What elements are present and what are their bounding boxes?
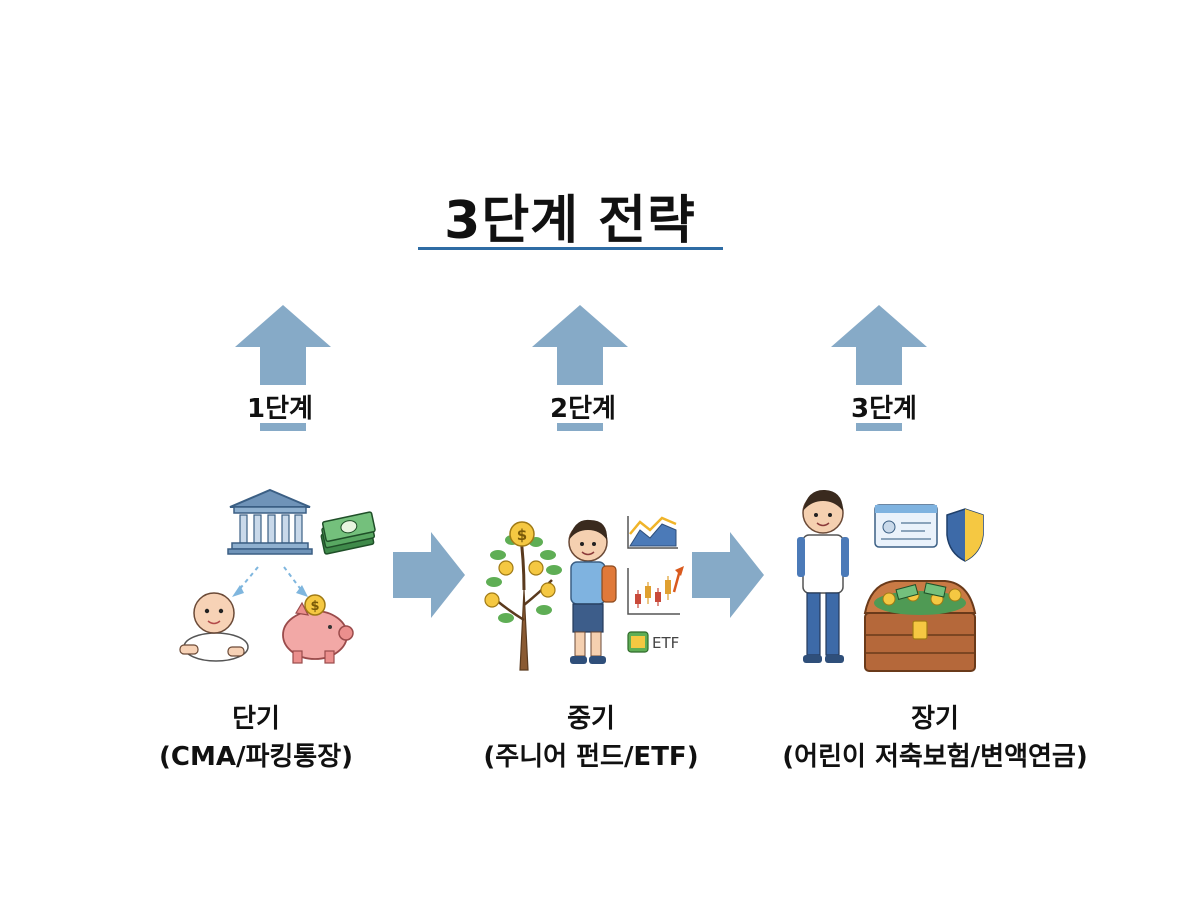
flow-arrow-2-icon: [692, 532, 764, 618]
stage-3-term: 장기: [911, 704, 959, 734]
student-boy-icon: [568, 519, 617, 664]
candlestick-chart-icon: [627, 566, 684, 615]
stage-2-label: 2단계: [550, 394, 616, 424]
stage-3-illustration: [797, 489, 984, 672]
stage-2-up-arrow-icon: [532, 305, 628, 431]
piggy-bank-icon: $: [282, 594, 354, 664]
id-card-icon: [874, 504, 938, 548]
flow-arrow-1-icon: [393, 532, 465, 618]
stage-1-label: 1단계: [247, 394, 313, 424]
svg-text:$: $: [310, 599, 319, 614]
treasure-chest-icon: [863, 580, 977, 672]
stage-1-up-arrow-icon: [235, 305, 331, 431]
baby-icon: [179, 592, 249, 662]
etf-icon: ETF: [627, 631, 679, 653]
stage-2-term: 중기: [567, 704, 615, 734]
stage-3-label: 3단계: [851, 394, 917, 424]
money-stack-icon: [320, 511, 376, 555]
stage-1-products: (CMA/파킹통장): [158, 742, 354, 772]
page-title: 3단계 전략: [444, 191, 696, 251]
svg-text:$: $: [517, 526, 527, 544]
stage-2-caption: 중기 (주니어 펀드/ETF): [411, 700, 771, 776]
shield-icon: [946, 508, 984, 562]
stage-2-products: (주니어 펀드/ETF): [483, 742, 699, 772]
title-underline: [418, 247, 723, 250]
money-tree-icon: $: [484, 521, 562, 671]
stage-3-up-arrow-icon: [831, 305, 927, 431]
bank-icon: [227, 488, 313, 555]
stage-1-illustration: $: [179, 488, 376, 664]
student-boy-icon: [797, 489, 849, 663]
stage-3-products: (어린이 저축보험/변액연금): [782, 742, 1088, 772]
stage-2-illustration: $: [484, 516, 684, 671]
stage-1-caption: 단기 (CMA/파킹통장): [76, 700, 436, 776]
stage-1-term: 단기: [232, 704, 280, 734]
stage-3-caption: 장기 (어린이 저축보험/변액연금): [735, 700, 1135, 776]
area-chart-icon: [627, 516, 678, 549]
etf-label: ETF: [652, 634, 679, 652]
